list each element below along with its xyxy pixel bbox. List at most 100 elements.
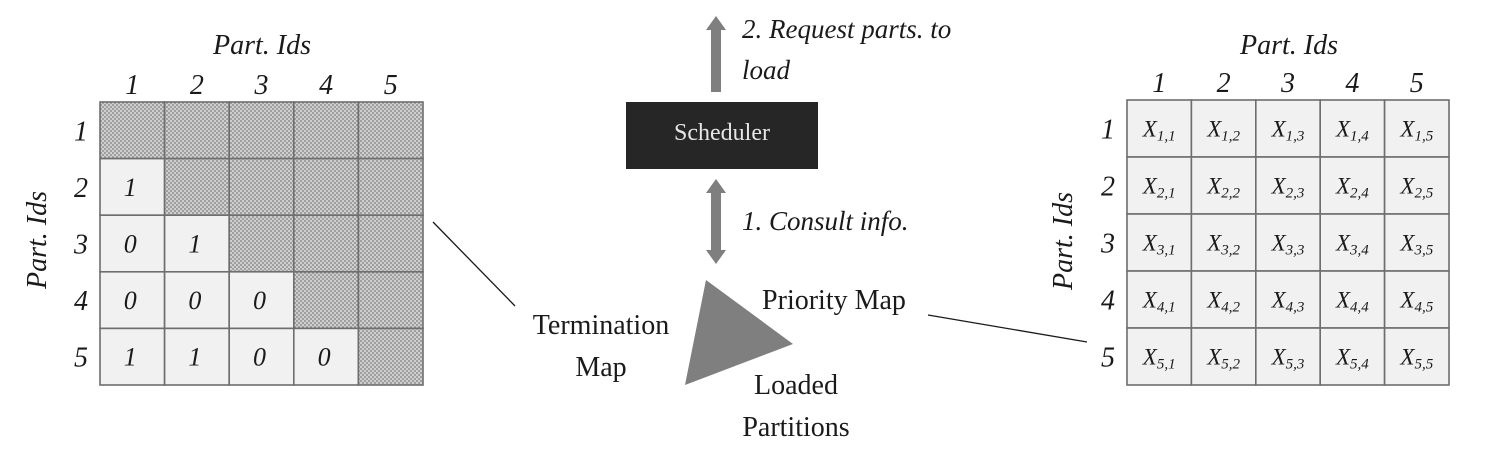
termination-map-left-axis-title: Part. Ids [22,191,53,290]
termination-map-column-id: 5 [384,70,398,101]
priority-map-cell-label: X4,3 [1271,288,1305,316]
request-arrow-head [706,16,726,30]
priority-map-cell [1255,327,1322,386]
priority-map-column-id: 4 [1345,68,1359,99]
termination-map-cell-shaded [228,214,295,273]
termination-map-row-id: 2 [74,173,88,204]
priority-map-row-id: 4 [1101,286,1115,317]
termination-map-row-id: 1 [74,116,88,147]
priority-map-top-axis-title: Part. Ids [1239,30,1338,61]
priority-map-cell [1126,270,1193,329]
priority-map-row-id: 2 [1101,172,1115,203]
termination-map-cell-shaded [163,101,231,160]
priority-map-cell-label: X3,4 [1335,231,1369,259]
priority-map-cell [1190,99,1257,158]
priority-map-cell-label: X2,1 [1142,174,1176,202]
request-arrow-shaft [711,30,721,92]
priority-map-cell-label: X4,5 [1399,288,1433,316]
priority-map-cell [1383,213,1450,272]
priority-map-cell [1190,327,1257,386]
priority-map-cell-label: X2,3 [1271,174,1305,202]
termination-map-cell [163,327,231,386]
priority-map-cell-label: X3,5 [1399,231,1433,259]
info-triangle [685,280,793,385]
consult-arrow-shaft [711,193,721,250]
termination-map-cell-shaded [357,270,424,330]
termination-map-cell [99,157,166,217]
priority-map-cell-label: X1,4 [1335,117,1369,145]
termination-map-column-id: 3 [254,70,269,101]
priority-map-cell [1126,99,1193,158]
termination-map-cell-shaded [357,101,424,160]
priority-map-cell [1319,213,1386,272]
termination-map-cell-value: 0 [253,343,266,372]
termination-map-cell-value: 1 [188,343,201,372]
priority-map-cell-label: X3,2 [1206,231,1240,259]
termination-map-column-id: 1 [125,70,139,101]
priority-map-cell [1383,99,1450,158]
priority-map-leader-line [927,314,1088,343]
priority-map-row-id: 3 [1100,229,1115,260]
termination-map-cell-shaded [163,157,231,217]
priority-map-row-id: 5 [1101,343,1115,374]
priority-map-cell [1319,156,1386,215]
termination-map-cell-shaded [357,327,424,386]
priority-map-cell-label: X2,2 [1206,174,1240,202]
priority-map-cell-label: X5,3 [1271,345,1305,373]
termination-map-cell-value: 0 [188,286,201,315]
termination-map-row-id: 5 [74,343,88,374]
priority-map-cell [1255,270,1322,329]
priority-map-cell [1190,213,1257,272]
priority-map-cell-label: X5,5 [1399,345,1433,373]
priority-map-cell-label: X4,1 [1142,288,1176,316]
priority-map-cell-label: X4,2 [1206,288,1240,316]
termination-map-cell-value: 0 [124,230,137,259]
scheduler-label: Scheduler [674,120,770,146]
priority-map-column-id: 2 [1217,68,1231,99]
priority-map-cell-label: X5,1 [1142,345,1176,373]
priority-map-column-id: 5 [1410,68,1424,99]
loaded-partitions-label-line1: Loaded [754,370,838,401]
termination-map-cell-shaded [228,101,295,160]
loaded-partitions-label-line2: Partitions [742,412,849,443]
termination-map-cell [99,327,166,386]
termination-map-column-id: 4 [319,70,333,101]
termination-map-cell-shaded [228,157,295,217]
priority-map-cell-label: X2,4 [1335,174,1369,202]
termination-map-row-ids: 1 2 3 4 5 [73,116,88,373]
priority-map-cell [1126,213,1193,272]
scheduler-box [626,102,818,169]
scheduler-block: 2. Request parts. to load Scheduler 1. C… [626,14,951,264]
termination-map-column-id: 2 [190,70,204,101]
termination-map-cell [292,327,360,386]
priority-map-cell-label: X1,1 [1142,117,1176,145]
termination-map-column-ids: 1 2 3 4 5 [125,70,397,101]
priority-map-cell [1190,156,1257,215]
priority-map-cell-label: X4,4 [1335,288,1369,316]
termination-map-row-id: 4 [74,286,88,317]
priority-map-cell [1319,270,1386,329]
termination-map-cell-shaded [99,101,166,160]
termination-map-row-id: 3 [73,230,88,261]
priority-map-cell-label: X3,1 [1142,231,1176,259]
termination-map-top-axis-title: Part. Ids [212,30,311,61]
priority-map-cell [1383,156,1450,215]
termination-map-cell-shaded [292,157,360,217]
termination-map-cell [228,270,295,330]
termination-map-cell-value: 0 [253,286,266,315]
termination-map-cell-value: 1 [188,230,201,259]
termination-map-cell-shaded [357,157,424,217]
termination-map-label-line1: Termination [533,310,669,341]
priority-map-left-axis-title: Part. Ids [1048,192,1079,291]
request-arrow-label-line2: load [742,55,791,85]
termination-map-cell-value: 0 [318,343,331,372]
termination-map-label-line2: Map [575,352,626,383]
priority-map-cell-label: X2,5 [1399,174,1433,202]
